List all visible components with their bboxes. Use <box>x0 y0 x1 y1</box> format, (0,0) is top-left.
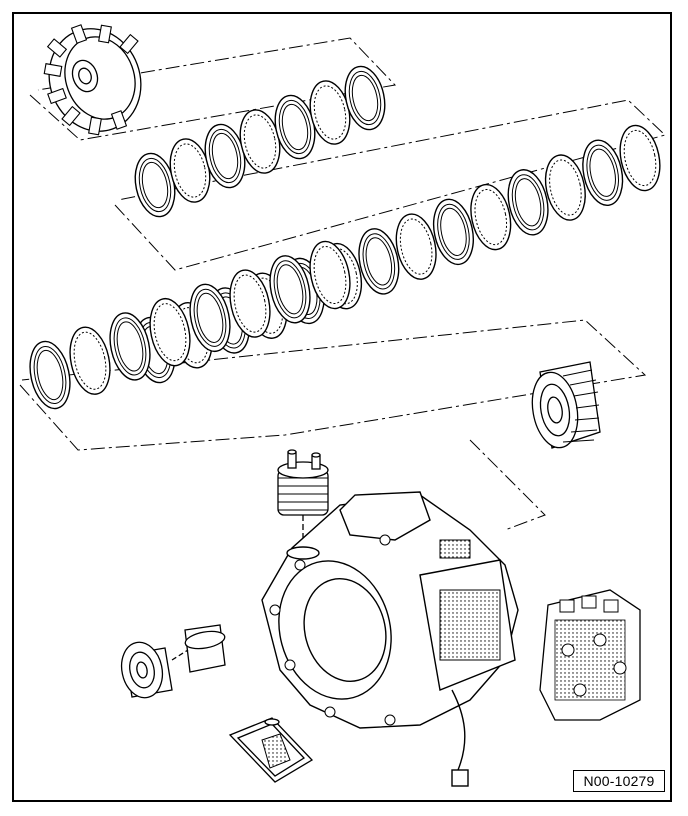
leader-line-1 <box>29 37 397 141</box>
mechatronic-unit <box>539 589 641 721</box>
clutch-plate <box>204 123 246 189</box>
leader-line-2 <box>114 99 666 271</box>
clutch-plate <box>358 228 400 295</box>
leader-lines <box>19 37 666 531</box>
clutch-drum <box>43 24 142 136</box>
planetary-gear-carrier <box>531 361 601 449</box>
leader-line-3 <box>19 319 647 451</box>
clutch-plate <box>470 183 512 251</box>
clutch-plate <box>395 213 437 280</box>
gearbox-housing <box>261 491 519 787</box>
clutch-plate <box>229 269 271 338</box>
clutch-plate <box>149 297 191 367</box>
clutch-plate <box>109 312 151 381</box>
clutch-plate <box>344 65 386 131</box>
clutch-plate <box>69 326 111 395</box>
clutch-plate <box>309 80 351 145</box>
one-way-clutch <box>120 624 226 699</box>
clutch-plate-set-3 <box>29 240 351 410</box>
clutch-plate <box>309 240 351 310</box>
figure-reference-number: N00-10279 <box>573 770 665 792</box>
clutch-plate-set-1 <box>134 65 386 218</box>
clutch-plate <box>269 255 311 324</box>
leader-line-4 <box>469 439 546 531</box>
clutch-plate <box>29 340 71 410</box>
clutch-plate <box>619 124 661 192</box>
clutch-plate <box>189 283 231 353</box>
clutch-plate <box>432 198 474 266</box>
oil-strainer <box>228 717 314 783</box>
clutch-plate <box>582 139 624 206</box>
clutch-plate <box>544 154 586 221</box>
oil-cooler <box>277 449 329 545</box>
clutch-plate <box>507 169 549 236</box>
figure-frame <box>12 12 672 802</box>
clutch-plate <box>134 152 176 218</box>
clutch-plate <box>169 138 211 203</box>
